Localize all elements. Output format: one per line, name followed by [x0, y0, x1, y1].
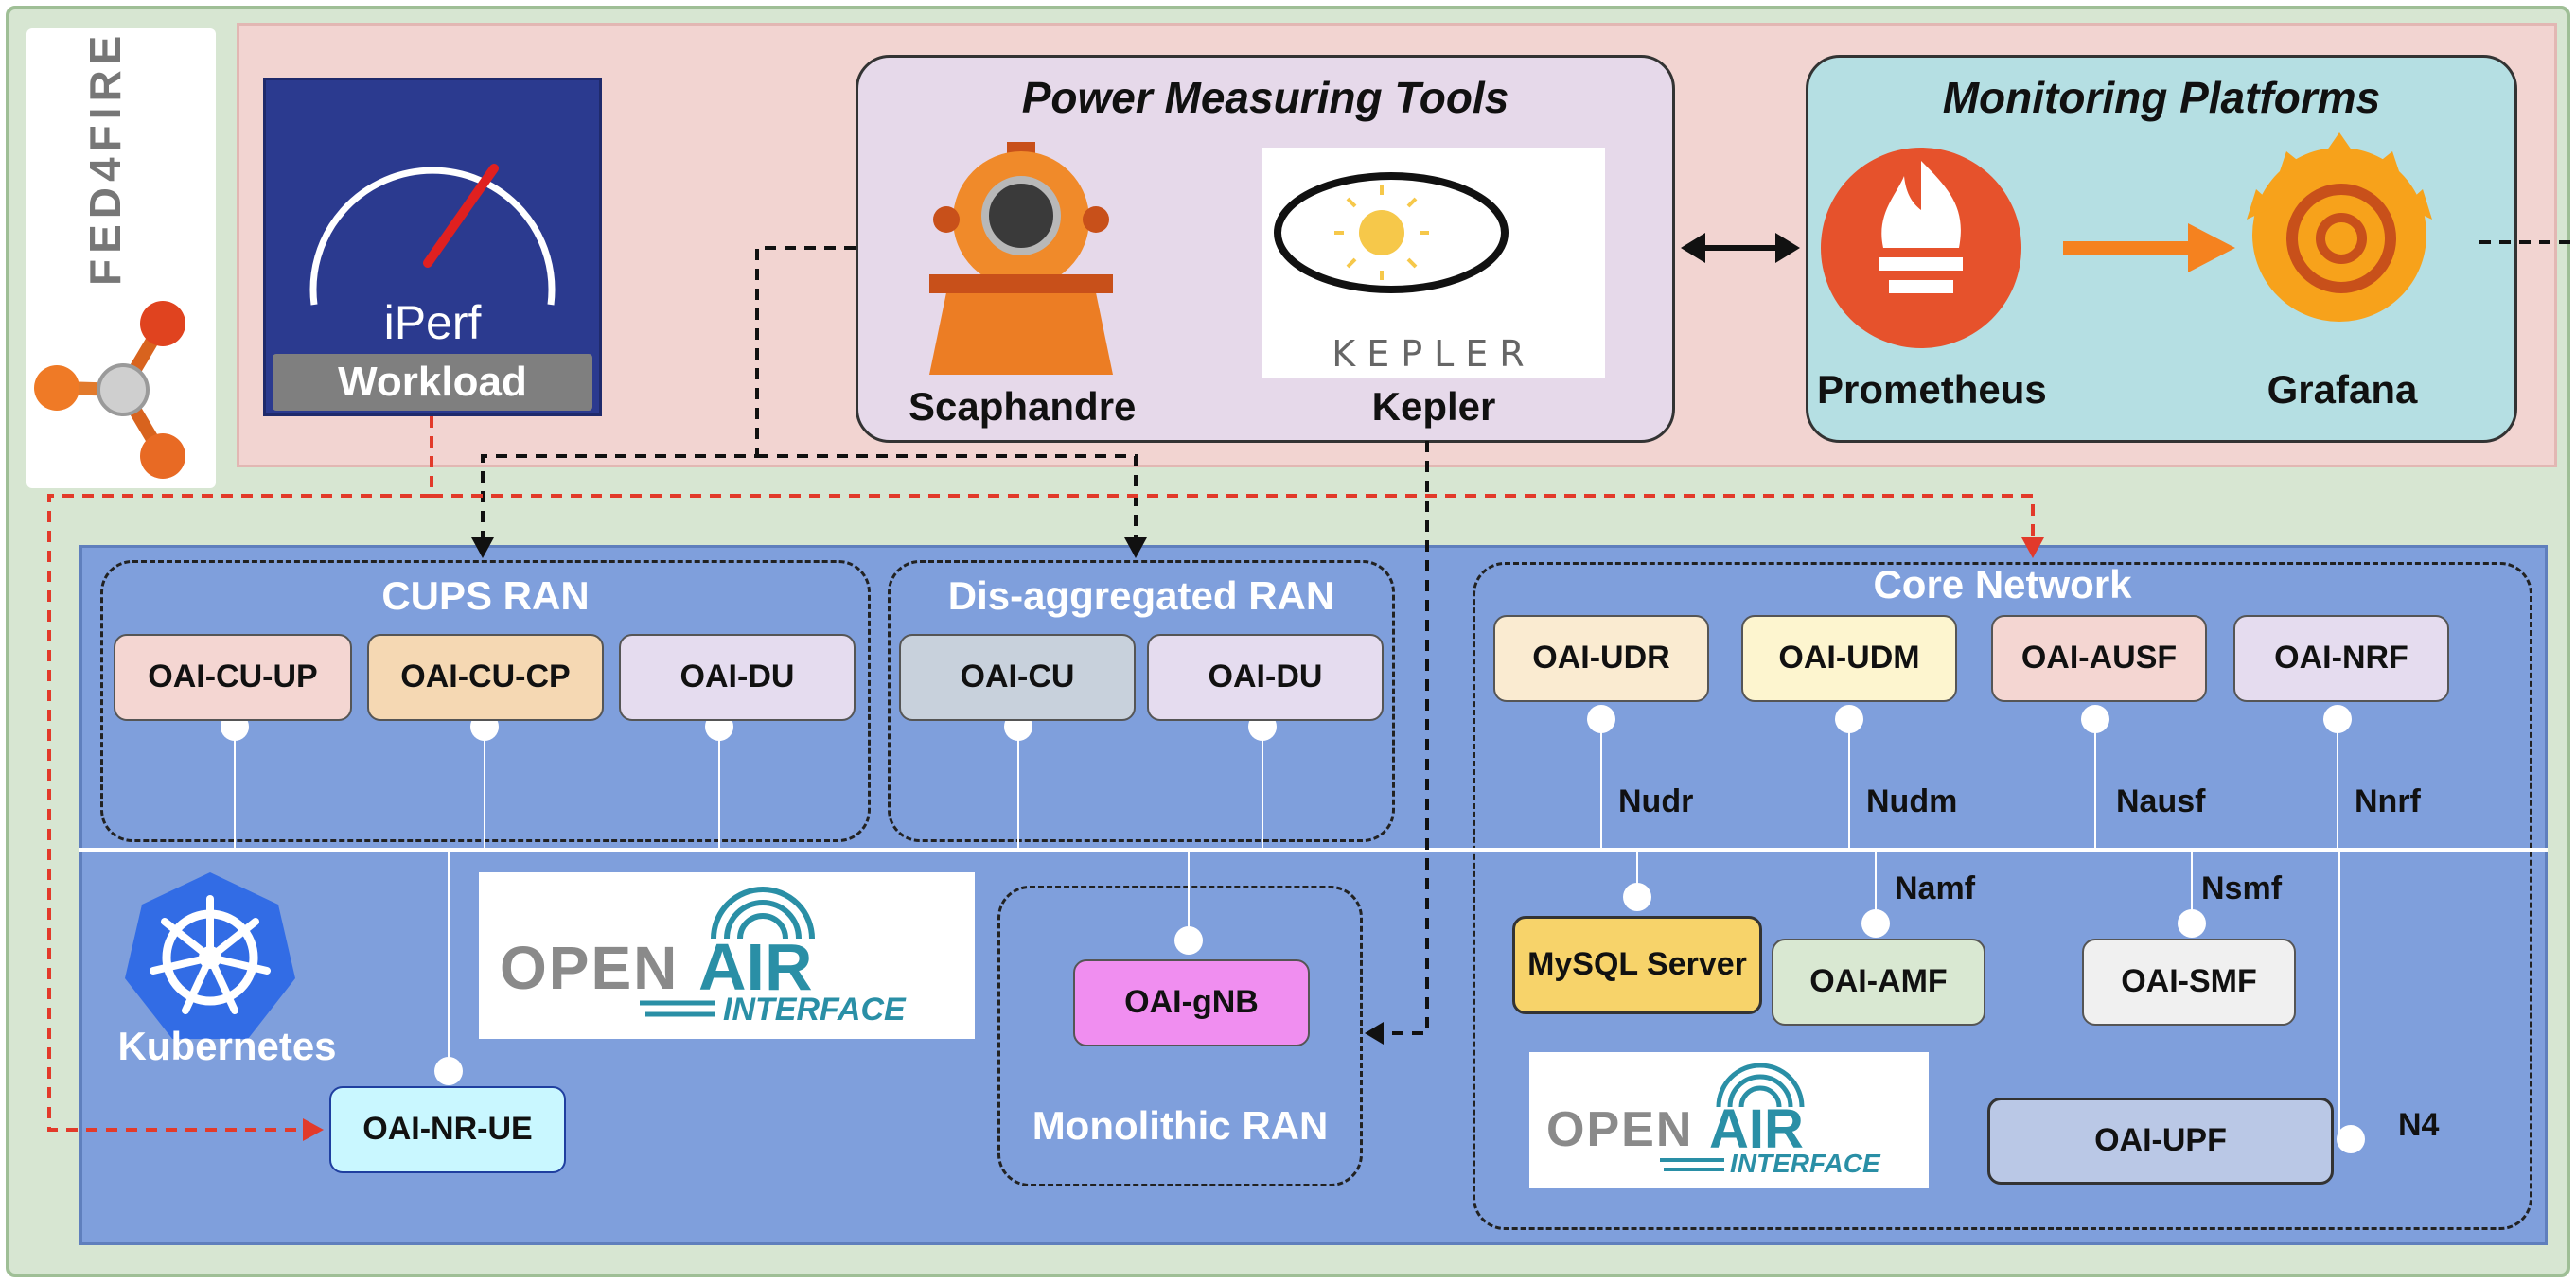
scaphandre-label: Scaphandre — [909, 384, 1137, 429]
kepler-logo-text: KEPLER — [1332, 333, 1536, 375]
monitoring-title: Monitoring Platforms — [1942, 73, 2381, 122]
oai-logo-air: AIR — [698, 930, 813, 1004]
iface-nudm: Nudm — [1866, 783, 1958, 819]
nf-oai-cu-up: OAI-CU-UP — [114, 634, 352, 721]
core-network-title: Core Network — [1873, 562, 2132, 606]
iface-nsmf: Nsmf — [2201, 870, 2283, 906]
iperf-label: iPerf — [383, 296, 482, 349]
nf-oai-udm: OAI-UDM — [1741, 615, 1957, 702]
nf-oai-amf: OAI-AMF — [1772, 939, 1985, 1026]
nf-oai-du-disagg: OAI-DU — [1147, 634, 1384, 721]
power-tools-title: Power Measuring Tools — [1021, 73, 1509, 122]
grafana-label: Grafana — [2267, 367, 2418, 412]
kepler-label: Kepler — [1371, 384, 1496, 429]
nf-oai-upf: OAI-UPF — [1987, 1098, 2334, 1185]
oai-logo-open: OPEN — [500, 934, 679, 1002]
nf-oai-ausf: OAI-AUSF — [1991, 615, 2207, 702]
nf-oai-cu: OAI-CU — [899, 634, 1136, 721]
monolithic-ran-title: Monolithic RAN — [1032, 1103, 1329, 1148]
iface-nnrf: Nnrf — [2355, 783, 2421, 819]
nf-oai-nr-ue: OAI-NR-UE — [329, 1086, 566, 1173]
cups-ran-title: CUPS RAN — [381, 573, 590, 618]
nf-mysql-server: MySQL Server — [1512, 916, 1762, 1014]
fed4fire-logo-text: FED4FIRE — [80, 29, 130, 286]
core-network-group — [1473, 562, 2532, 1230]
openairinterface-logo: OPEN AIR INTERFACE — [479, 872, 975, 1039]
nf-oai-nrf: OAI-NRF — [2233, 615, 2449, 702]
nf-oai-du-cups: OAI-DU — [619, 634, 856, 721]
iface-n4: N4 — [2398, 1107, 2440, 1143]
disagg-ran-title: Dis-aggregated RAN — [947, 573, 1335, 618]
prometheus-label: Prometheus — [1817, 367, 2047, 412]
iface-namf: Namf — [1895, 870, 1976, 906]
oai-logo-interface-core: INTERFACE — [1730, 1149, 1880, 1178]
oai-logo-interface: INTERFACE — [723, 992, 906, 1028]
oai-logo-open-core: OPEN — [1546, 1102, 1694, 1157]
kubernetes-label: Kubernetes — [117, 1024, 337, 1068]
iface-nausf: Nausf — [2116, 783, 2206, 819]
workload-label: Workload — [273, 354, 592, 411]
monolithic-ran-group — [997, 886, 1363, 1186]
nf-oai-gnb: OAI-gNB — [1073, 959, 1310, 1046]
nf-oai-smf: OAI-SMF — [2082, 939, 2296, 1026]
oai-logo-air-core: AIR — [1709, 1098, 1804, 1160]
iface-nudr: Nudr — [1618, 783, 1694, 819]
nf-oai-cu-cp: OAI-CU-CP — [367, 634, 604, 721]
nf-oai-udr: OAI-UDR — [1493, 615, 1709, 702]
openairinterface-logo-core: OPEN AIR INTERFACE — [1529, 1052, 1929, 1188]
